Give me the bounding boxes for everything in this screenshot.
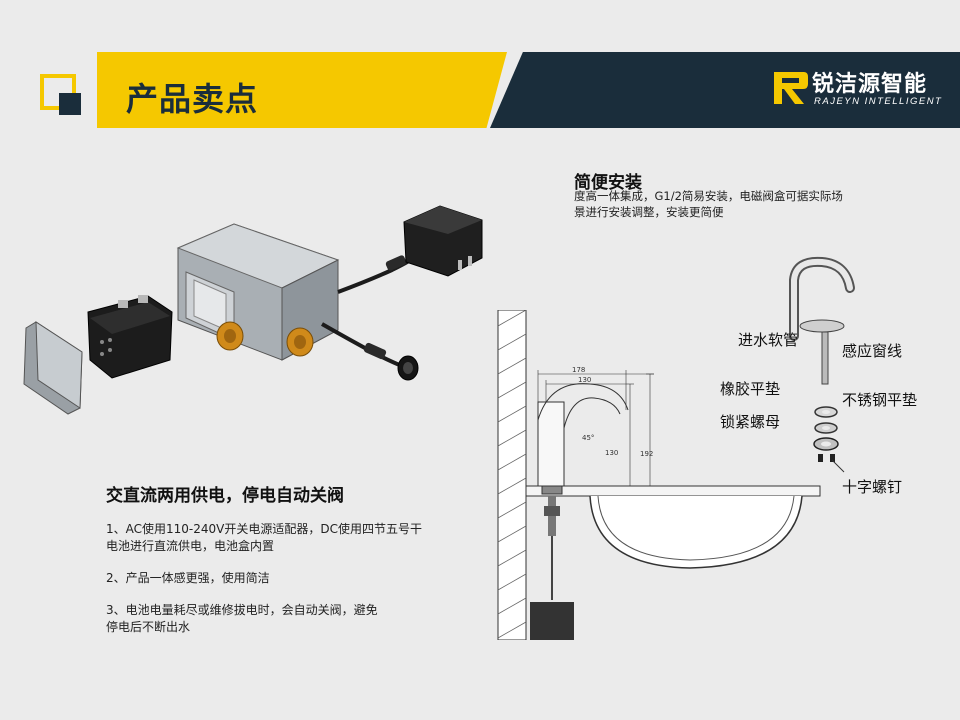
label-inlet-hose: 进水软管 xyxy=(738,331,799,349)
power-point-1-line-1: 1、AC使用110-240V开关电源适配器，DC使用四节五号干 xyxy=(106,522,422,536)
label-rubber-washer: 橡胶平垫 xyxy=(720,380,781,398)
power-title: 交直流两用供电，停电自动关阀 xyxy=(106,486,344,506)
install-description: 度高一体集成，G1/2简易安装，电磁阀盒可据实际场 景进行安装调整，安装更简便 xyxy=(574,188,894,220)
install-desc-line-1: 度高一体集成，G1/2简易安装，电磁阀盒可据实际场 xyxy=(574,189,843,203)
faucet-installation-drawing: 178 130 130 192 45° xyxy=(497,310,821,640)
brand-name-en: RAJEYN INTELLIGENT xyxy=(814,96,943,107)
label-steel-washer: 不锈钢平垫 xyxy=(842,391,918,409)
brand-name-cn: 锐洁源智能 xyxy=(812,72,928,97)
install-desc-line-2: 景进行安装调整，安装更简便 xyxy=(574,205,724,219)
label-sensor-window: 感应窗线 xyxy=(842,342,903,360)
dim-width-total: 178 xyxy=(572,366,585,374)
dim-width-spout: 130 xyxy=(578,376,591,384)
dim-angle: 45° xyxy=(582,434,594,442)
power-point-1: 1、AC使用110-240V开关电源适配器，DC使用四节五号干 电池进行直流供电… xyxy=(106,521,476,555)
power-point-2-line-1: 2、产品一体感更强，使用简洁 xyxy=(106,571,270,585)
power-point-2: 2、产品一体感更强，使用简洁 xyxy=(106,570,476,587)
power-point-3-line-1: 3、电池电量耗尽或维修拔电时，会自动关阀，避免 xyxy=(106,603,378,617)
label-cross-screws: 十字螺钉 xyxy=(842,478,903,496)
decor-square-outline xyxy=(40,74,76,110)
solenoid-box-illustration xyxy=(23,205,483,415)
power-point-1-line-2: 电池进行直流供电，电池盒内置 xyxy=(106,539,275,553)
install-title: 简便安装 xyxy=(574,173,642,193)
page-title: 产品卖点 xyxy=(126,80,259,118)
dim-height-spout: 130 xyxy=(605,449,618,457)
header-yellow-band xyxy=(97,52,507,128)
header-dark-band xyxy=(490,52,960,128)
label-lock-nut: 锁紧螺母 xyxy=(720,413,781,431)
decor-square-fill xyxy=(59,93,81,115)
power-point-3-line-2: 停电后不断出水 xyxy=(106,620,191,634)
power-point-3: 3、电池电量耗尽或维修拔电时，会自动关阀，避免 停电后不断出水 xyxy=(106,602,476,636)
exploded-parts-drawing xyxy=(789,256,855,473)
logo-mark xyxy=(774,72,808,104)
dim-height-total: 192 xyxy=(640,450,653,458)
